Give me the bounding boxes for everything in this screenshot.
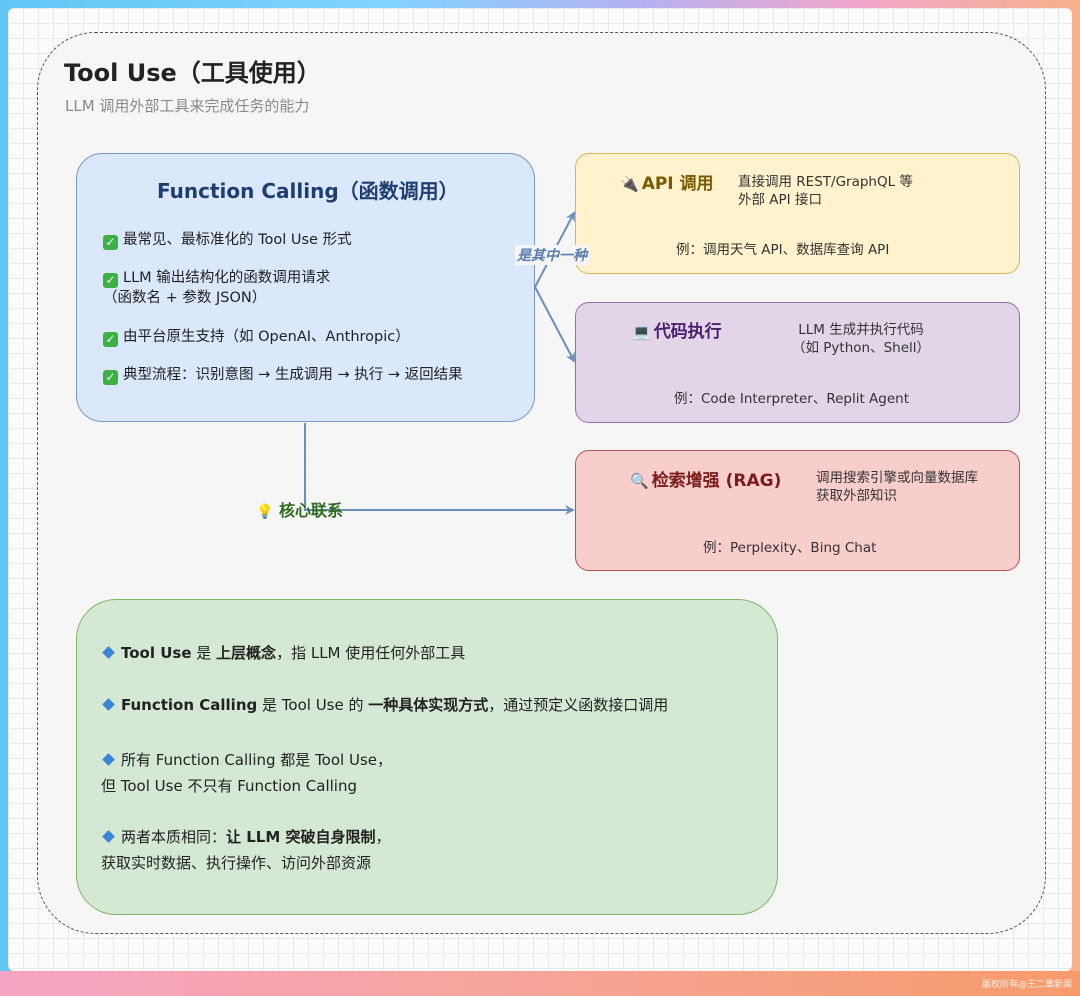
plug-icon: 🔌 bbox=[620, 175, 639, 193]
page-title: Tool Use（工具使用） bbox=[64, 59, 321, 87]
watermark: 版权所有@王二黑新闻 bbox=[981, 980, 1072, 990]
api-call-title: 🔌API 调用 bbox=[620, 174, 714, 194]
code-exec-box bbox=[575, 302, 1020, 423]
fc-item: ✓ 典型流程：识别意图 → 生成调用 → 执行 → 返回结果 bbox=[103, 365, 463, 385]
api-call-desc: 直接调用 REST/GraphQL 等外部 API 接口 bbox=[738, 174, 913, 208]
diamond-icon bbox=[102, 698, 115, 711]
arrow-to-rag bbox=[304, 423, 575, 515]
code-exec-example: 例：Code Interpreter、Replit Agent bbox=[674, 391, 910, 407]
fc-item-text: LLM 输出结构化的函数调用请求 bbox=[123, 270, 331, 286]
summary-line: 所有 Function Calling 都是 Tool Use， 但 Tool … bbox=[101, 751, 392, 795]
code-exec-desc: LLM 生成并执行代码（如 Python、Shell） bbox=[792, 322, 931, 356]
fc-item-text-line2: （函数名 + 参数 JSON） bbox=[103, 290, 267, 306]
fc-item-text: 典型流程：识别意图 → 生成调用 → 执行 → 返回结果 bbox=[123, 367, 463, 383]
summary-line: 两者本质相同：让 LLM 突破自身限制， 获取实时数据、执行操作、访问外部资源 bbox=[101, 828, 391, 872]
arrow-to-code bbox=[534, 286, 575, 363]
fc-item: ✓ 由平台原生支持（如 OpenAI、Anthropic） bbox=[103, 327, 410, 347]
check-icon: ✓ bbox=[103, 273, 118, 288]
summary-box bbox=[76, 599, 778, 915]
fc-item-text: 由平台原生支持（如 OpenAI、Anthropic） bbox=[123, 329, 410, 345]
rag-box bbox=[575, 450, 1020, 571]
diamond-icon bbox=[102, 830, 115, 843]
core-link-label: 💡 核心联系 bbox=[256, 501, 344, 520]
rag-example: 例：Perplexity、Bing Chat bbox=[703, 540, 877, 556]
check-icon: ✓ bbox=[103, 370, 118, 385]
page-subtitle: LLM 调用外部工具来完成任务的能力 bbox=[65, 97, 310, 115]
check-icon: ✓ bbox=[103, 235, 118, 250]
laptop-icon: 💻 bbox=[632, 323, 651, 341]
bottom-strip bbox=[0, 971, 1080, 996]
api-call-example: 例：调用天气 API、数据库查询 API bbox=[676, 242, 890, 258]
magnifier-icon: 🔍 bbox=[630, 472, 649, 490]
fc-item: ✓ LLM 输出结构化的函数调用请求 （函数名 + 参数 JSON） bbox=[103, 268, 330, 308]
function-calling-title: Function Calling（函数调用） bbox=[157, 179, 459, 203]
api-call-box bbox=[575, 153, 1020, 274]
code-exec-title: 💻代码执行 bbox=[632, 322, 722, 342]
fc-item: ✓ 最常见、最标准化的 Tool Use 形式 bbox=[103, 230, 352, 250]
check-icon: ✓ bbox=[103, 332, 118, 347]
lightbulb-icon: 💡 bbox=[256, 504, 274, 520]
fc-item-text: 最常见、最标准化的 Tool Use 形式 bbox=[123, 232, 352, 248]
edge-label: 是其中一种 bbox=[515, 245, 589, 265]
summary-line: Tool Use 是 上层概念，指 LLM 使用任何外部工具 bbox=[101, 643, 465, 663]
diamond-icon bbox=[102, 646, 115, 659]
summary-line: Function Calling 是 Tool Use 的 一种具体实现方式，通… bbox=[101, 695, 668, 715]
diamond-icon bbox=[102, 753, 115, 766]
rag-desc: 调用搜索引擎或向量数据库获取外部知识 bbox=[816, 470, 978, 504]
rag-title: 🔍检索增强 (RAG) bbox=[630, 471, 782, 491]
